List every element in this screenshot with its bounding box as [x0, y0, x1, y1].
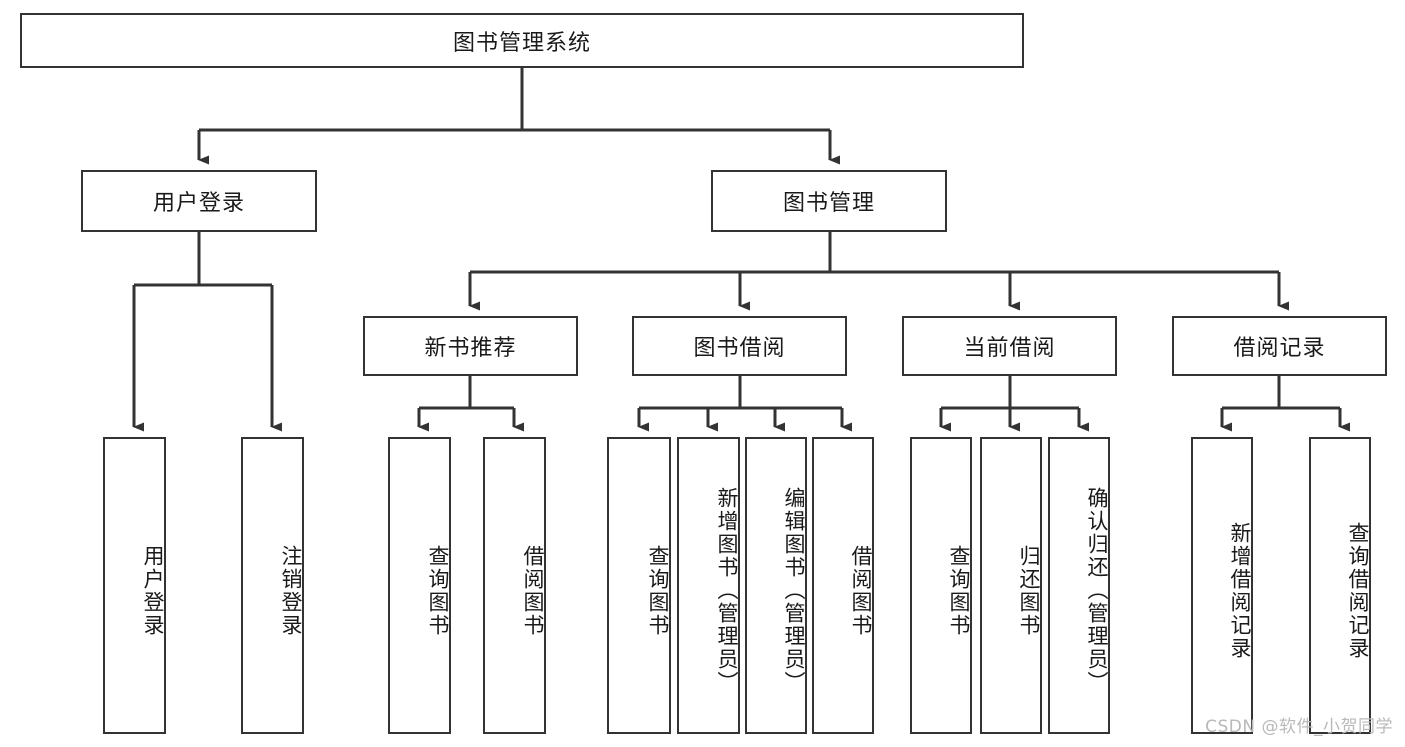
node-label: 图书管理 — [782, 191, 875, 216]
node-label: 查询图书 — [426, 544, 450, 637]
node-label: 新增借阅记录 — [1228, 521, 1252, 660]
node-label: 编辑图书（管理员） — [782, 487, 806, 694]
node-label: 查询图书 — [947, 544, 971, 637]
leaf-add-borrow-record[interactable]: 新增借阅记录 — [1191, 437, 1253, 734]
node-label: 查询图书 — [646, 544, 670, 637]
node-label: 用户登录 — [152, 191, 245, 216]
node-label: 新书推荐 — [424, 336, 517, 361]
node-label: 图书借阅 — [693, 336, 786, 361]
node-new-book-recommend[interactable]: 新书推荐 — [363, 316, 578, 376]
node-label: 注销登录 — [279, 544, 303, 637]
node-user-login[interactable]: 用户登录 — [81, 170, 317, 232]
leaf-user-login[interactable]: 用户登录 — [103, 437, 166, 734]
leaf-return-book[interactable]: 归还图书 — [980, 437, 1042, 734]
node-book-management[interactable]: 图书管理 — [711, 170, 947, 232]
node-label: 归还图书 — [1017, 544, 1041, 637]
leaf-query-borrow-record[interactable]: 查询借阅记录 — [1309, 437, 1371, 734]
leaf-logout[interactable]: 注销登录 — [241, 437, 304, 734]
leaf-add-book-admin[interactable]: 新增图书（管理员） — [677, 437, 740, 734]
node-label: 用户登录 — [141, 544, 165, 637]
leaf-query-book-recommend[interactable]: 查询图书 — [388, 437, 451, 734]
leaf-confirm-return-admin[interactable]: 确认归还（管理员） — [1048, 437, 1110, 734]
node-label: 查询借阅记录 — [1346, 521, 1370, 660]
node-book-borrow[interactable]: 图书借阅 — [632, 316, 847, 376]
node-label: 借阅记录 — [1233, 336, 1326, 361]
node-root-book-management-system[interactable]: 图书管理系统 — [20, 13, 1024, 68]
leaf-edit-book-admin[interactable]: 编辑图书（管理员） — [745, 437, 807, 734]
leaf-borrow-book-recommend[interactable]: 借阅图书 — [483, 437, 546, 734]
leaf-query-book-borrow[interactable]: 查询图书 — [607, 437, 671, 734]
node-label: 确认归还（管理员） — [1085, 487, 1109, 694]
node-current-borrow[interactable]: 当前借阅 — [902, 316, 1117, 376]
node-label: 借阅图书 — [849, 544, 873, 637]
node-label: 当前借阅 — [963, 336, 1056, 361]
node-borrow-record[interactable]: 借阅记录 — [1172, 316, 1387, 376]
node-label: 新增图书（管理员） — [715, 487, 739, 694]
node-label: 图书管理系统 — [452, 30, 591, 56]
leaf-borrow-book[interactable]: 借阅图书 — [812, 437, 874, 734]
leaf-query-book-current[interactable]: 查询图书 — [910, 437, 972, 734]
watermark-text: CSDN @软件_小贺同学 — [1205, 717, 1393, 737]
node-label: 借阅图书 — [521, 544, 545, 637]
